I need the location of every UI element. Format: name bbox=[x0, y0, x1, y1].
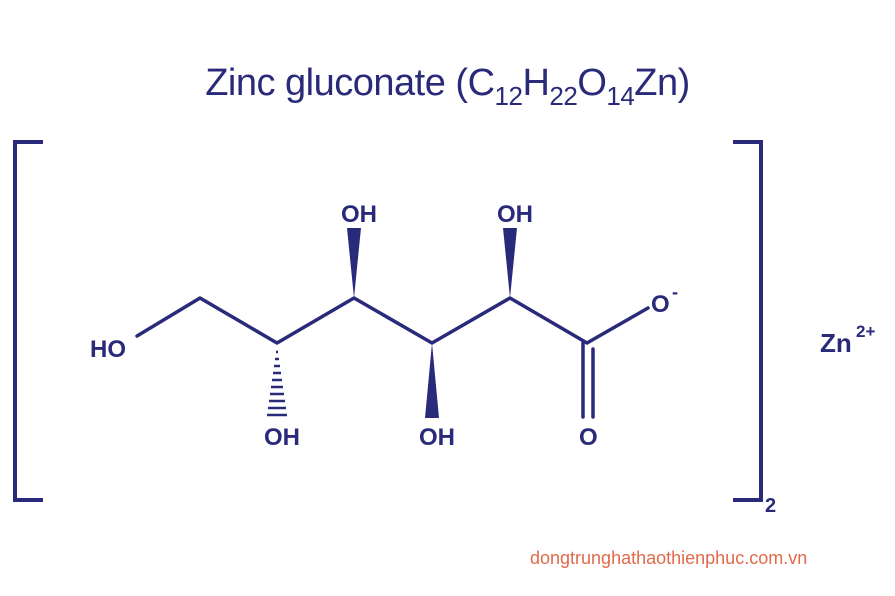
carbon-backbone bbox=[135, 296, 650, 345]
formula-carbon: (C bbox=[445, 62, 495, 104]
formula-oxygen-count: 14 bbox=[606, 81, 635, 111]
label-zinc-ion: Zn bbox=[820, 328, 852, 358]
label-oh-c2: OH bbox=[497, 201, 533, 228]
label-o-minus-charge: - bbox=[672, 282, 678, 302]
label-oh-c3: OH bbox=[419, 424, 455, 451]
bracket-subscript: 2 bbox=[765, 495, 776, 517]
left-bracket bbox=[13, 140, 43, 502]
formula-hydrogen-count: 22 bbox=[549, 81, 578, 111]
label-o-minus: O bbox=[651, 291, 670, 318]
label-o-carbonyl: O bbox=[579, 424, 598, 451]
label-oh-c5: OH bbox=[264, 424, 300, 451]
formula-carbon-count: 12 bbox=[494, 81, 523, 111]
right-bracket bbox=[733, 140, 763, 502]
compound-name: Zinc gluconate bbox=[205, 62, 446, 104]
formula-hydrogen: H bbox=[522, 62, 550, 104]
label-zinc-charge: 2+ bbox=[856, 322, 875, 341]
watermark: dongtrunghathaothienphuc.com.vn bbox=[530, 548, 808, 568]
formula-zinc: Zn) bbox=[634, 62, 690, 104]
formula-oxygen: O bbox=[577, 62, 607, 104]
label-ho-left: HO bbox=[90, 336, 126, 363]
page-title: Zinc gluconate (C12H22O14Zn) bbox=[0, 62, 895, 109]
hashed-bond-c5 bbox=[267, 350, 287, 417]
wedge-bond-c4 bbox=[347, 228, 361, 298]
wedge-bond-c2 bbox=[503, 228, 517, 298]
wedge-bond-c3 bbox=[425, 343, 439, 418]
label-oh-c4: OH bbox=[341, 201, 377, 228]
